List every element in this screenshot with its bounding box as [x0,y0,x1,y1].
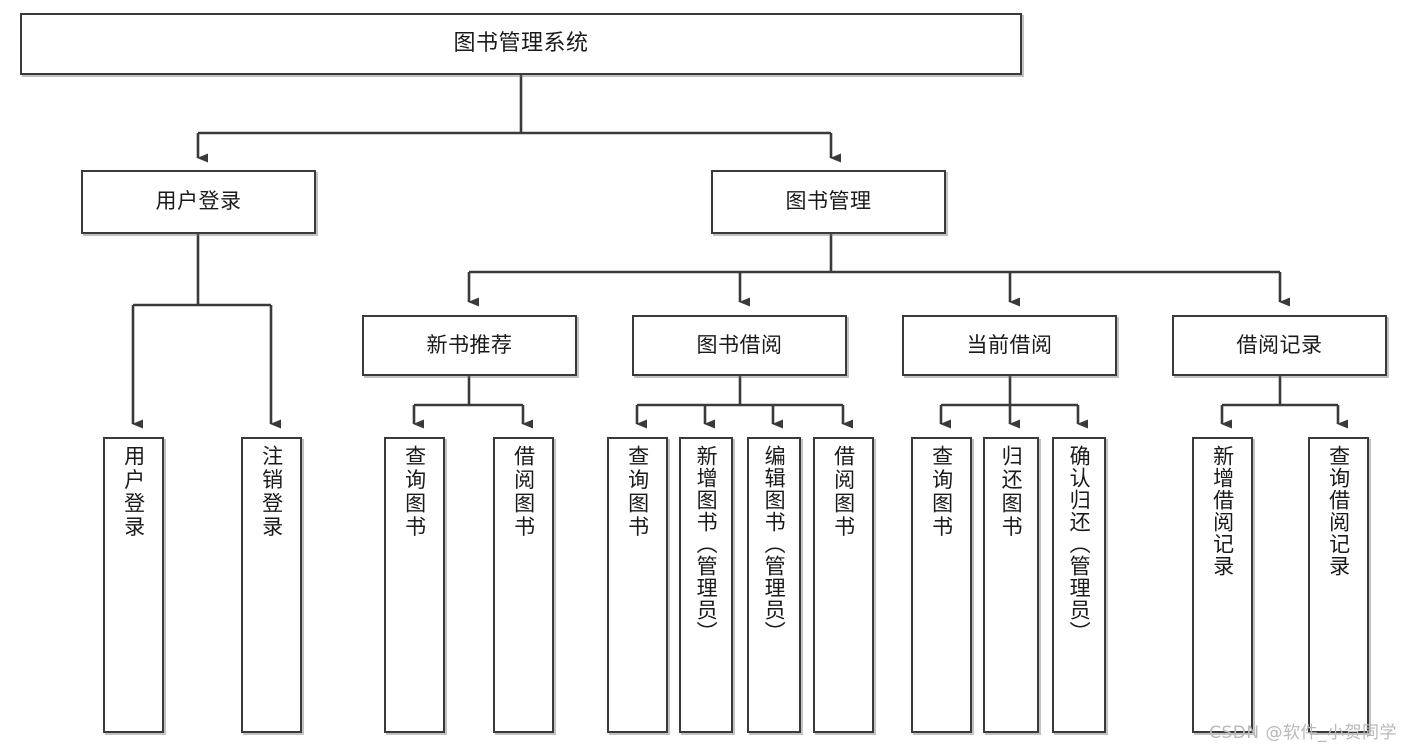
node-user-login-label: 用户登录 [155,189,242,214]
leaf-query-book-recommend[interactable]: 查询图书 [384,437,445,733]
node-root[interactable]: 图书管理系统 [20,13,1022,75]
node-book-management-label: 图书管理 [785,189,872,214]
leaf-edit-book-admin[interactable]: 编辑图书（管理员） [747,437,801,733]
leaf-query-book-recommend-label: 查询图书 [402,445,427,539]
leaf-confirm-return-admin-label: 确认归还（管理员） [1067,445,1092,643]
node-borrow-record[interactable]: 借阅记录 [1172,315,1387,376]
leaf-add-borrow-record-label: 新增借阅记录 [1210,445,1235,577]
leaf-query-book-current-label: 查询图书 [929,445,954,539]
node-new-book-recommend[interactable]: 新书推荐 [362,315,577,376]
node-current-borrow-label: 当前借阅 [966,332,1053,357]
leaf-borrow-book[interactable]: 借阅图书 [813,437,874,733]
leaf-query-borrow-record-label: 查询借阅记录 [1326,445,1351,577]
node-book-borrow[interactable]: 图书借阅 [632,315,847,376]
leaf-return-book-label: 归还图书 [999,445,1024,539]
leaf-borrow-book-recommend[interactable]: 借阅图书 [493,437,554,733]
leaf-edit-book-admin-label: 编辑图书（管理员） [762,445,787,643]
leaf-return-book[interactable]: 归还图书 [983,437,1039,733]
leaf-user-login-label: 用户登录 [121,445,146,539]
node-root-label: 图书管理系统 [453,30,589,56]
leaf-borrow-book-recommend-label: 借阅图书 [511,445,536,539]
leaf-add-book-admin[interactable]: 新增图书（管理员） [679,437,733,733]
leaf-add-book-admin-label: 新增图书（管理员） [694,445,719,643]
leaf-user-login[interactable]: 用户登录 [103,437,164,733]
node-borrow-record-label: 借阅记录 [1236,332,1323,357]
leaf-logout-label: 注销登录 [259,445,284,539]
leaf-query-book-borrow-label: 查询图书 [625,445,650,539]
leaf-confirm-return-admin[interactable]: 确认归还（管理员） [1052,437,1106,733]
leaf-query-book-borrow[interactable]: 查询图书 [607,437,668,733]
leaf-query-book-current[interactable]: 查询图书 [911,437,972,733]
node-book-management[interactable]: 图书管理 [711,170,946,234]
csdn-watermark: CSDN @软件_小贺同学 [1209,723,1397,743]
node-book-borrow-label: 图书借阅 [696,332,783,357]
leaf-borrow-book-label: 借阅图书 [831,445,856,539]
leaf-query-borrow-record[interactable]: 查询借阅记录 [1308,437,1369,733]
leaf-logout[interactable]: 注销登录 [241,437,302,733]
node-current-borrow[interactable]: 当前借阅 [902,315,1117,376]
leaf-add-borrow-record[interactable]: 新增借阅记录 [1192,437,1253,733]
node-new-book-recommend-label: 新书推荐 [426,332,513,357]
node-user-login[interactable]: 用户登录 [81,170,316,234]
